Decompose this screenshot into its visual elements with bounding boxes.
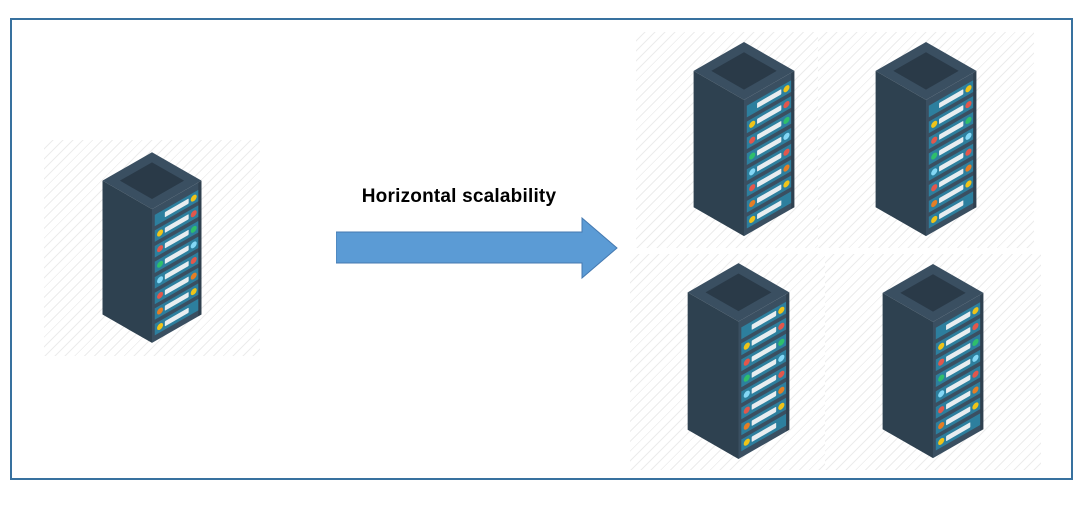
- arrow-shape: [336, 217, 618, 279]
- server-scaled-3: [630, 254, 846, 470]
- server-icon: [693, 42, 795, 237]
- server-scaled-4: [825, 254, 1041, 470]
- diagram-border: [10, 18, 1073, 480]
- server-icon: [687, 263, 789, 459]
- server-icon: [875, 42, 977, 237]
- server-single: [44, 140, 260, 356]
- arrow-label: Horizontal scalability: [361, 186, 557, 207]
- server-icon: [882, 264, 984, 459]
- server-icon: [102, 151, 202, 343]
- server-scaled-2: [818, 32, 1034, 248]
- server-scaled-1: [636, 32, 852, 248]
- horizontal-arrow-icon: [336, 217, 618, 279]
